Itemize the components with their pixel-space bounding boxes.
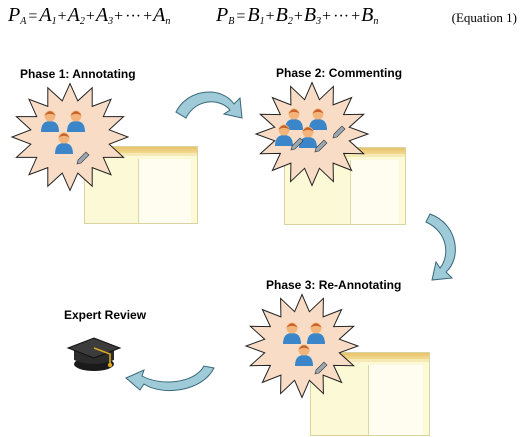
equation-term: B1 [247, 4, 265, 27]
user-icon [295, 344, 313, 366]
pencil-icon [314, 139, 328, 153]
user-icon [67, 110, 85, 132]
equation-term: A3 [95, 4, 114, 27]
ellipsis: ··· [333, 8, 350, 25]
equation-term: Bn [361, 4, 379, 27]
equation-subscript: n [373, 16, 379, 27]
equation-lhs: PB [216, 4, 235, 27]
equation-term: An [153, 4, 171, 27]
equation-subscript: 1 [259, 16, 265, 27]
plus-sign: + [85, 8, 95, 25]
phase3-star [244, 293, 360, 399]
graduation-cap-icon [66, 337, 122, 371]
equation-subscript: A [20, 16, 27, 27]
expert-review-title: Expert Review [64, 308, 147, 322]
phase3-screenshot [310, 352, 430, 436]
user-icon [299, 126, 317, 148]
pencil-icon [76, 151, 90, 165]
plus-sign: + [265, 8, 275, 25]
plus-sign: + [114, 8, 124, 25]
plus-sign: + [322, 8, 332, 25]
curved-arrow-icon [125, 365, 215, 391]
user-icon [285, 108, 303, 130]
user-icon [41, 110, 59, 132]
equation-subscript: 3 [316, 16, 322, 27]
plus-sign: + [143, 8, 153, 25]
pencil-icon [314, 361, 328, 375]
pencil-icon [290, 137, 304, 151]
plus-sign: + [57, 8, 67, 25]
equation-term: B2 [275, 4, 293, 27]
equation-row: PA=A1+A2+A3+···+An PB=B1+B2+B3+···+Bn (E… [0, 4, 531, 34]
equation-pa: PA=A1+A2+A3+···+An [8, 4, 170, 27]
pencil-icon [332, 125, 346, 139]
equation-label: (Equation 1) [451, 10, 517, 25]
curved-arrow-icon [425, 213, 456, 281]
equation-pb: PB=B1+B2+B3+···+Bn [216, 4, 378, 27]
equation-subscript: 1 [51, 16, 57, 27]
star-burst [10, 82, 130, 192]
equation-subscript: n [165, 16, 171, 27]
phase2-title: Phase 2: Commenting [276, 66, 403, 80]
user-icon [283, 322, 301, 344]
phase3-title: Phase 3: Re-Annotating [266, 278, 402, 292]
plus-sign: + [293, 8, 303, 25]
curved-arrow-icon [175, 91, 243, 119]
user-icon [307, 322, 325, 344]
phase2-star [254, 81, 370, 187]
equation-lhs: PA [8, 4, 27, 27]
phase1-title: Phase 1: Annotating [20, 67, 136, 81]
equation-subscript: 2 [79, 16, 85, 27]
equation-term: A2 [67, 4, 85, 27]
user-icon [55, 132, 73, 154]
equation-term: B3 [303, 4, 322, 27]
equation-subscript: 2 [287, 16, 293, 27]
equals-sign: = [236, 8, 246, 25]
phase1-star [10, 82, 130, 192]
plus-sign: + [351, 8, 361, 25]
equation-term: A1 [39, 4, 57, 27]
equation-subscript: B [228, 16, 235, 27]
user-icon [309, 108, 327, 130]
ellipsis: ··· [125, 8, 142, 25]
equals-sign: = [28, 8, 38, 25]
equation-subscript: 3 [108, 16, 114, 27]
user-icon [275, 124, 293, 146]
